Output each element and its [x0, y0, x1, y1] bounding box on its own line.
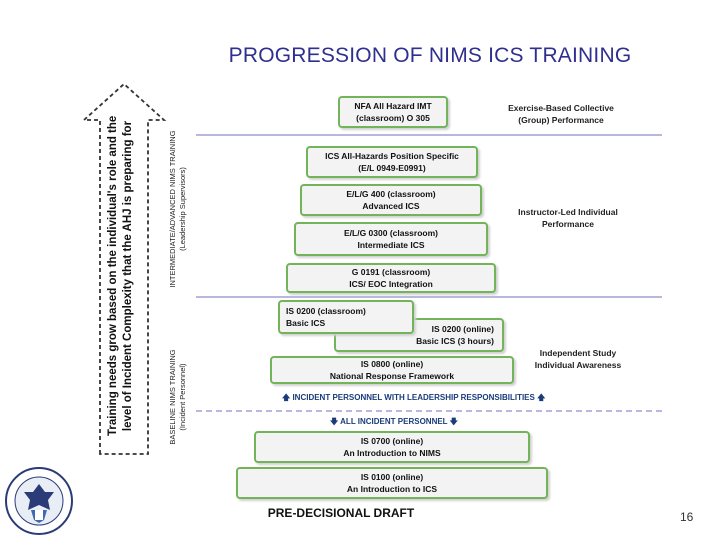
- baseline-training-sublabel: (Incident Personnel): [178, 363, 187, 431]
- course-box-nfa-imt: NFA All Hazard IMT (classroom) O 305: [338, 96, 448, 128]
- course-box-g-191: G 0191 (classroom) ICS/ EOC Integration: [286, 263, 496, 293]
- course-subtitle: (E/L 0949-E0991): [358, 163, 426, 173]
- course-subtitle: National Response Framework: [329, 371, 455, 381]
- course-subtitle: An Introduction to NIMS: [343, 448, 441, 458]
- side-label-line: Individual Awareness: [534, 360, 622, 370]
- divider-top: [196, 134, 662, 136]
- progression-arrow-icon: [81, 82, 167, 455]
- divider-baseline: [196, 410, 662, 412]
- advanced-training-sublabel: (Leadership Supervisors): [178, 167, 187, 251]
- course-box-ics-200-classroom: IS 0200 (classroom) Basic ICS: [278, 300, 414, 334]
- course-subtitle: An Introduction to ICS: [346, 484, 438, 494]
- course-title: NFA All Hazard IMT: [354, 101, 432, 111]
- course-title: IS 0100 (online): [360, 472, 424, 482]
- page-number: 16: [680, 510, 694, 524]
- arrow-text-line1: Training needs grow based on the individ…: [107, 115, 119, 436]
- side-label-line: Performance: [542, 219, 594, 229]
- dhs-seal-icon: [5, 467, 73, 535]
- course-subtitle: ICS/ EOC Integration: [349, 279, 433, 289]
- footer-draft-label: PRE-DECISIONAL DRAFT: [267, 506, 415, 520]
- page-title: PROGRESSION OF NIMS ICS TRAINING: [228, 44, 632, 67]
- side-label-line: Exercise-Based Collective: [508, 103, 614, 113]
- side-label-line: Independent Study: [539, 348, 617, 358]
- course-box-position-specific: ICS All-Hazards Position Specific (E/L 0…: [306, 146, 478, 178]
- all-personnel-marker: 🡇 ALL INCIDENT PERSONNEL 🡇: [330, 417, 458, 426]
- course-box-is-100: IS 0100 (online) An Introduction to ICS: [236, 467, 548, 499]
- course-title: G 0191 (classroom): [351, 267, 431, 277]
- course-box-is-700: IS 0700 (online) An Introduction to NIMS: [254, 431, 530, 463]
- divider-middle: [196, 296, 662, 298]
- course-subtitle: Basic ICS: [286, 318, 326, 328]
- course-title: IS 0200 (online): [431, 324, 494, 334]
- course-subtitle: (classroom) O 305: [356, 113, 430, 123]
- side-label-line: (Group) Performance: [518, 115, 604, 125]
- course-title: ICS All-Hazards Position Specific: [325, 151, 459, 161]
- baseline-training-label: BASELINE NIMS TRAINING: [168, 349, 177, 445]
- course-box-is-800: IS 0800 (online) National Response Frame…: [270, 356, 514, 384]
- leadership-marker: 🡅 INCIDENT PERSONNEL WITH LEADERSHIP RES…: [282, 393, 546, 402]
- course-title: E/L/G 0300 (classroom): [343, 228, 438, 238]
- course-title: IS 0700 (online): [360, 436, 424, 446]
- course-box-ics-300: E/L/G 0300 (classroom) Intermediate ICS: [294, 222, 488, 256]
- course-subtitle: Basic ICS (3 hours): [416, 336, 494, 346]
- exercise-based-label: Exercise-Based Collective (Group) Perfor…: [492, 102, 630, 126]
- course-title: IS 0800 (online): [360, 359, 424, 369]
- course-subtitle: Advanced ICS: [362, 201, 420, 211]
- course-subtitle: Intermediate ICS: [357, 240, 425, 250]
- instructor-led-label: Instructor-Led Individual Performance: [508, 206, 628, 230]
- advanced-training-label: INTERMEDIATE/ADVANCED NIMS TRAINING: [168, 130, 177, 288]
- course-box-ics-400: E/L/G 400 (classroom) Advanced ICS: [300, 184, 482, 216]
- course-title: E/L/G 400 (classroom): [346, 189, 436, 199]
- side-label-line: Instructor-Led Individual: [518, 207, 618, 217]
- arrow-text-line2: level of Incident Complexity that the AH…: [122, 120, 134, 432]
- course-title: IS 0200 (classroom): [286, 306, 366, 316]
- independent-study-label: Independent Study Individual Awareness: [522, 347, 634, 371]
